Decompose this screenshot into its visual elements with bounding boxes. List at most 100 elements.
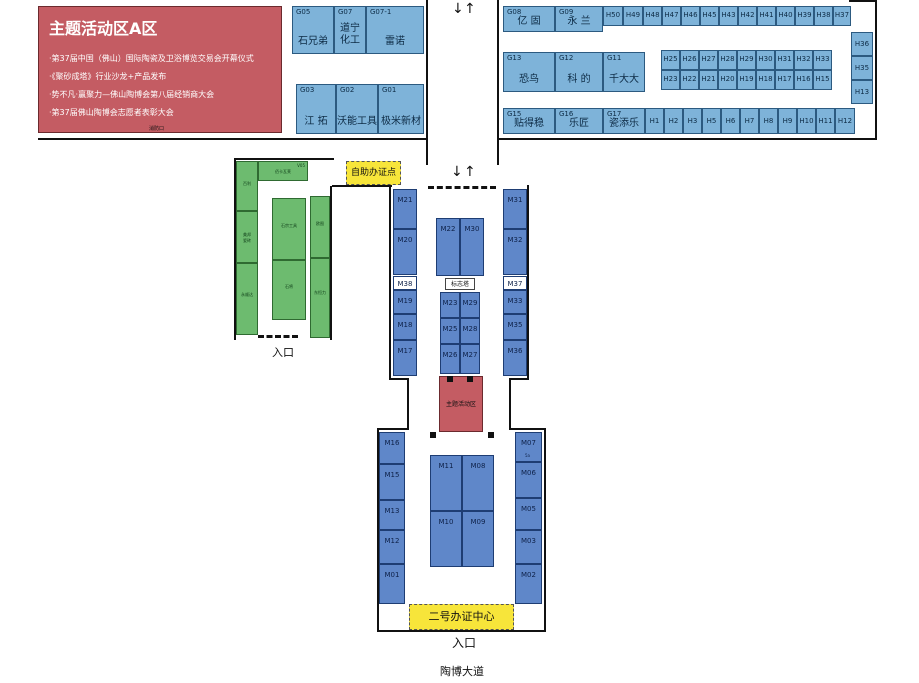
booth-m31[interactable]: M31	[503, 189, 527, 229]
booth-h40[interactable]: H40	[776, 6, 795, 26]
booth-m25[interactable]: M25	[440, 318, 460, 344]
booth-m06[interactable]: M06	[515, 462, 542, 498]
booth-m36[interactable]: M36	[503, 340, 527, 376]
booth-m30[interactable]: M30	[460, 218, 484, 276]
booth-m07[interactable]: M07 5a	[515, 432, 542, 462]
booth-h47[interactable]: H47	[662, 6, 681, 26]
booth-h11[interactable]: H11	[816, 108, 835, 134]
booth-g12[interactable]: G12 科 的	[555, 52, 603, 92]
booth-m33[interactable]: M33	[503, 290, 527, 314]
booth-h30[interactable]: H30	[756, 50, 775, 70]
booth-green-left3[interactable]: 永顺达	[236, 263, 258, 335]
booth-h15[interactable]: H15	[813, 70, 832, 90]
booth-h21[interactable]: H21	[699, 70, 718, 90]
booth-g17[interactable]: G17 瓷添乐	[603, 108, 645, 134]
booth-g01[interactable]: G01 极米新材	[378, 84, 424, 134]
booth-h12[interactable]: H12	[835, 108, 855, 134]
booth-green-top[interactable]: 佰卡瓦莱 V05	[258, 161, 308, 181]
booth-h49[interactable]: H49	[623, 6, 643, 26]
booth-g13[interactable]: G13 恐鸟	[503, 52, 555, 92]
booth-m22[interactable]: M22	[436, 218, 460, 276]
booth-h33[interactable]: H33	[813, 50, 832, 70]
booth-h43[interactable]: H43	[719, 6, 738, 26]
booth-g16[interactable]: G16 乐匠	[555, 108, 603, 134]
booth-g07-1[interactable]: G07-1 雷诺	[366, 6, 424, 54]
booth-m10[interactable]: M10	[430, 511, 462, 567]
booth-m12[interactable]: M12	[379, 530, 405, 564]
booth-h2[interactable]: H2	[664, 108, 683, 134]
booth-m16[interactable]: M16	[379, 432, 405, 464]
booth-h1[interactable]: H1	[645, 108, 664, 134]
booth-h38[interactable]: H38	[814, 6, 833, 26]
booth-m08[interactable]: M08	[462, 455, 494, 511]
booth-h27[interactable]: H27	[699, 50, 718, 70]
booth-m23[interactable]: M23	[440, 292, 460, 318]
booth-h8[interactable]: H8	[759, 108, 778, 134]
booth-m02[interactable]: M02	[515, 564, 542, 604]
booth-h41[interactable]: H41	[757, 6, 776, 26]
booth-g11[interactable]: G11 千大大	[603, 52, 645, 92]
booth-h50[interactable]: H50	[603, 6, 623, 26]
booth-h31[interactable]: H31	[775, 50, 794, 70]
booth-m27[interactable]: M27	[460, 344, 480, 374]
booth-m21[interactable]: M21	[393, 189, 417, 229]
booth-m26[interactable]: M26	[440, 344, 460, 374]
booth-h6[interactable]: H6	[721, 108, 740, 134]
booth-m01[interactable]: M01	[379, 564, 405, 604]
booth-m18[interactable]: M18	[393, 314, 417, 340]
booth-green-right2[interactable]: 东恒力	[310, 258, 330, 338]
booth-h37[interactable]: H37	[833, 6, 851, 26]
booth-green-left1[interactable]: 百利	[236, 161, 258, 211]
booth-m17[interactable]: M17	[393, 340, 417, 376]
booth-h16[interactable]: H16	[794, 70, 813, 90]
booth-g03[interactable]: G03 江 拓	[296, 84, 336, 134]
booth-g02[interactable]: G02 沃能工具	[336, 84, 378, 134]
sign-tower[interactable]: 标志塔	[445, 278, 475, 290]
booth-h19[interactable]: H19	[737, 70, 756, 90]
booth-h28[interactable]: H28	[718, 50, 737, 70]
booth-h45[interactable]: H45	[700, 6, 719, 26]
booth-h18[interactable]: H18	[756, 70, 775, 90]
booth-h39[interactable]: H39	[795, 6, 814, 26]
center-activity-area[interactable]: 主题活动区	[439, 376, 483, 432]
theme-area-a[interactable]: 主题活动区A区 ·第37届中国（佛山）国际陶瓷及卫浴博览交易会开幕仪式 ·《聚砂…	[38, 6, 282, 133]
booth-m35[interactable]: M35	[503, 314, 527, 340]
booth-h7[interactable]: H7	[740, 108, 759, 134]
booth-h29[interactable]: H29	[737, 50, 756, 70]
booth-green-left2[interactable]: 美邦 瓷砖	[236, 211, 258, 263]
booth-green-right1[interactable]: 欧图	[310, 196, 330, 258]
booth-g08[interactable]: G08 亿 固	[503, 6, 555, 32]
booth-green-mid-bottom[interactable]: 石将	[272, 260, 306, 320]
booth-h26[interactable]: H26	[680, 50, 699, 70]
booth-h3[interactable]: H3	[683, 108, 702, 134]
booth-m37[interactable]: M37	[503, 276, 527, 290]
booth-g05[interactable]: G05 石兄弟	[292, 6, 334, 54]
booth-m19[interactable]: M19	[393, 290, 417, 314]
booth-h35[interactable]: H35	[851, 56, 873, 80]
booth-g15[interactable]: G15 贴得稳	[503, 108, 555, 134]
booth-m29[interactable]: M29	[460, 292, 480, 318]
booth-g07[interactable]: G07 道宁 化工	[334, 6, 366, 54]
self-service-point[interactable]: 自助办证点	[346, 161, 401, 185]
office-2[interactable]: 二号办证中心	[409, 604, 514, 630]
booth-m15[interactable]: M15	[379, 464, 405, 500]
booth-h25[interactable]: H25	[661, 50, 680, 70]
booth-h17[interactable]: H17	[775, 70, 794, 90]
booth-m13[interactable]: M13	[379, 500, 405, 530]
booth-h46[interactable]: H46	[681, 6, 700, 26]
booth-green-mid-top[interactable]: 石宗工具	[272, 198, 306, 260]
booth-m11[interactable]: M11	[430, 455, 462, 511]
booth-h42[interactable]: H42	[738, 6, 757, 26]
booth-h13[interactable]: H13	[851, 80, 873, 104]
booth-h32[interactable]: H32	[794, 50, 813, 70]
booth-h23[interactable]: H23	[661, 70, 680, 90]
booth-h36[interactable]: H36	[851, 32, 873, 56]
booth-h20[interactable]: H20	[718, 70, 737, 90]
booth-m38[interactable]: M38	[393, 276, 417, 290]
booth-m28[interactable]: M28	[460, 318, 480, 344]
booth-g09[interactable]: G09 永 兰	[555, 6, 603, 32]
booth-m20[interactable]: M20	[393, 229, 417, 275]
booth-h9[interactable]: H9	[778, 108, 797, 134]
booth-h48[interactable]: H48	[643, 6, 662, 26]
booth-h5[interactable]: H5	[702, 108, 721, 134]
